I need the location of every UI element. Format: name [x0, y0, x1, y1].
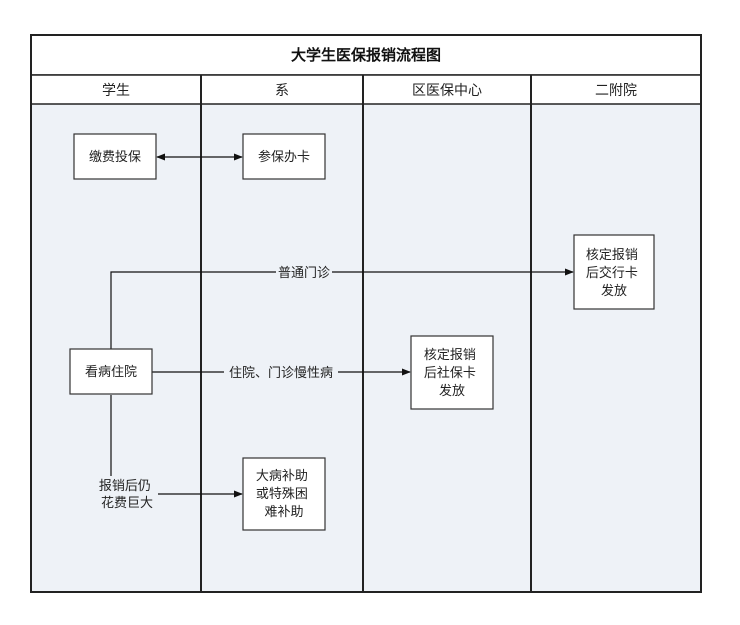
node-pay-insurance [73, 133, 157, 180]
node-apply-card [242, 133, 326, 180]
lane-header-hospital: 二附院 [595, 83, 637, 99]
diagram-frame [30, 34, 702, 593]
node-subsidy-line2: 或特殊困 [256, 487, 308, 502]
node-subsidy-line3: 难补助 [264, 505, 303, 520]
node-hospital-reimburse-label: 核定报销 后交行卡 发放 [586, 248, 642, 299]
node-subsidy [242, 457, 326, 531]
node-center-reimburse-line3: 发放 [439, 383, 465, 399]
edge-label-costly: 报销后仍 花费巨大 [99, 479, 155, 511]
node-apply-card-label: 参保办卡 [258, 149, 310, 165]
node-hospital-reimburse-line2: 后交行卡 [586, 265, 638, 281]
diagram-title: 大学生医保报销流程图 [291, 46, 441, 64]
node-hospital-reimburse [573, 234, 655, 310]
edge-label-bg-costly [96, 476, 158, 512]
lane-header-department: 系 [275, 83, 289, 99]
node-center-reimburse-line1: 核定报销 [424, 348, 476, 363]
node-hospital-reimburse-line3: 发放 [601, 283, 627, 299]
node-subsidy-line1: 大病补助 [256, 469, 308, 484]
edge-label-costly-line2: 花费巨大 [101, 495, 153, 511]
edge-label-costly-line1: 报销后仍 [99, 479, 151, 494]
edge-label-outpatient: 普通门诊 [278, 266, 330, 281]
node-center-reimburse [410, 335, 494, 410]
edge-label-inpatient: 住院、门诊慢性病 [229, 365, 333, 381]
edge-label-bg-inpatient [224, 363, 338, 381]
node-visit-hospital-label: 看病住院 [85, 364, 137, 380]
node-pay-insurance-label: 缴费投保 [89, 149, 141, 165]
node-center-reimburse-line2: 后社保卡 [424, 365, 476, 381]
edge-outpatient [110, 268, 574, 349]
edge-label-bg-outpatient [276, 263, 332, 281]
node-visit-hospital [69, 348, 153, 395]
node-center-reimburse-label: 核定报销 后社保卡 发放 [424, 348, 480, 399]
node-subsidy-label: 大病补助 或特殊困 难补助 [256, 469, 312, 520]
lane-header-student: 学生 [102, 83, 130, 99]
lane-body-hospital [531, 104, 701, 592]
node-hospital-reimburse-line1: 核定报销 [586, 248, 638, 263]
lane-header-insurance-center: 区医保中心 [412, 83, 482, 99]
